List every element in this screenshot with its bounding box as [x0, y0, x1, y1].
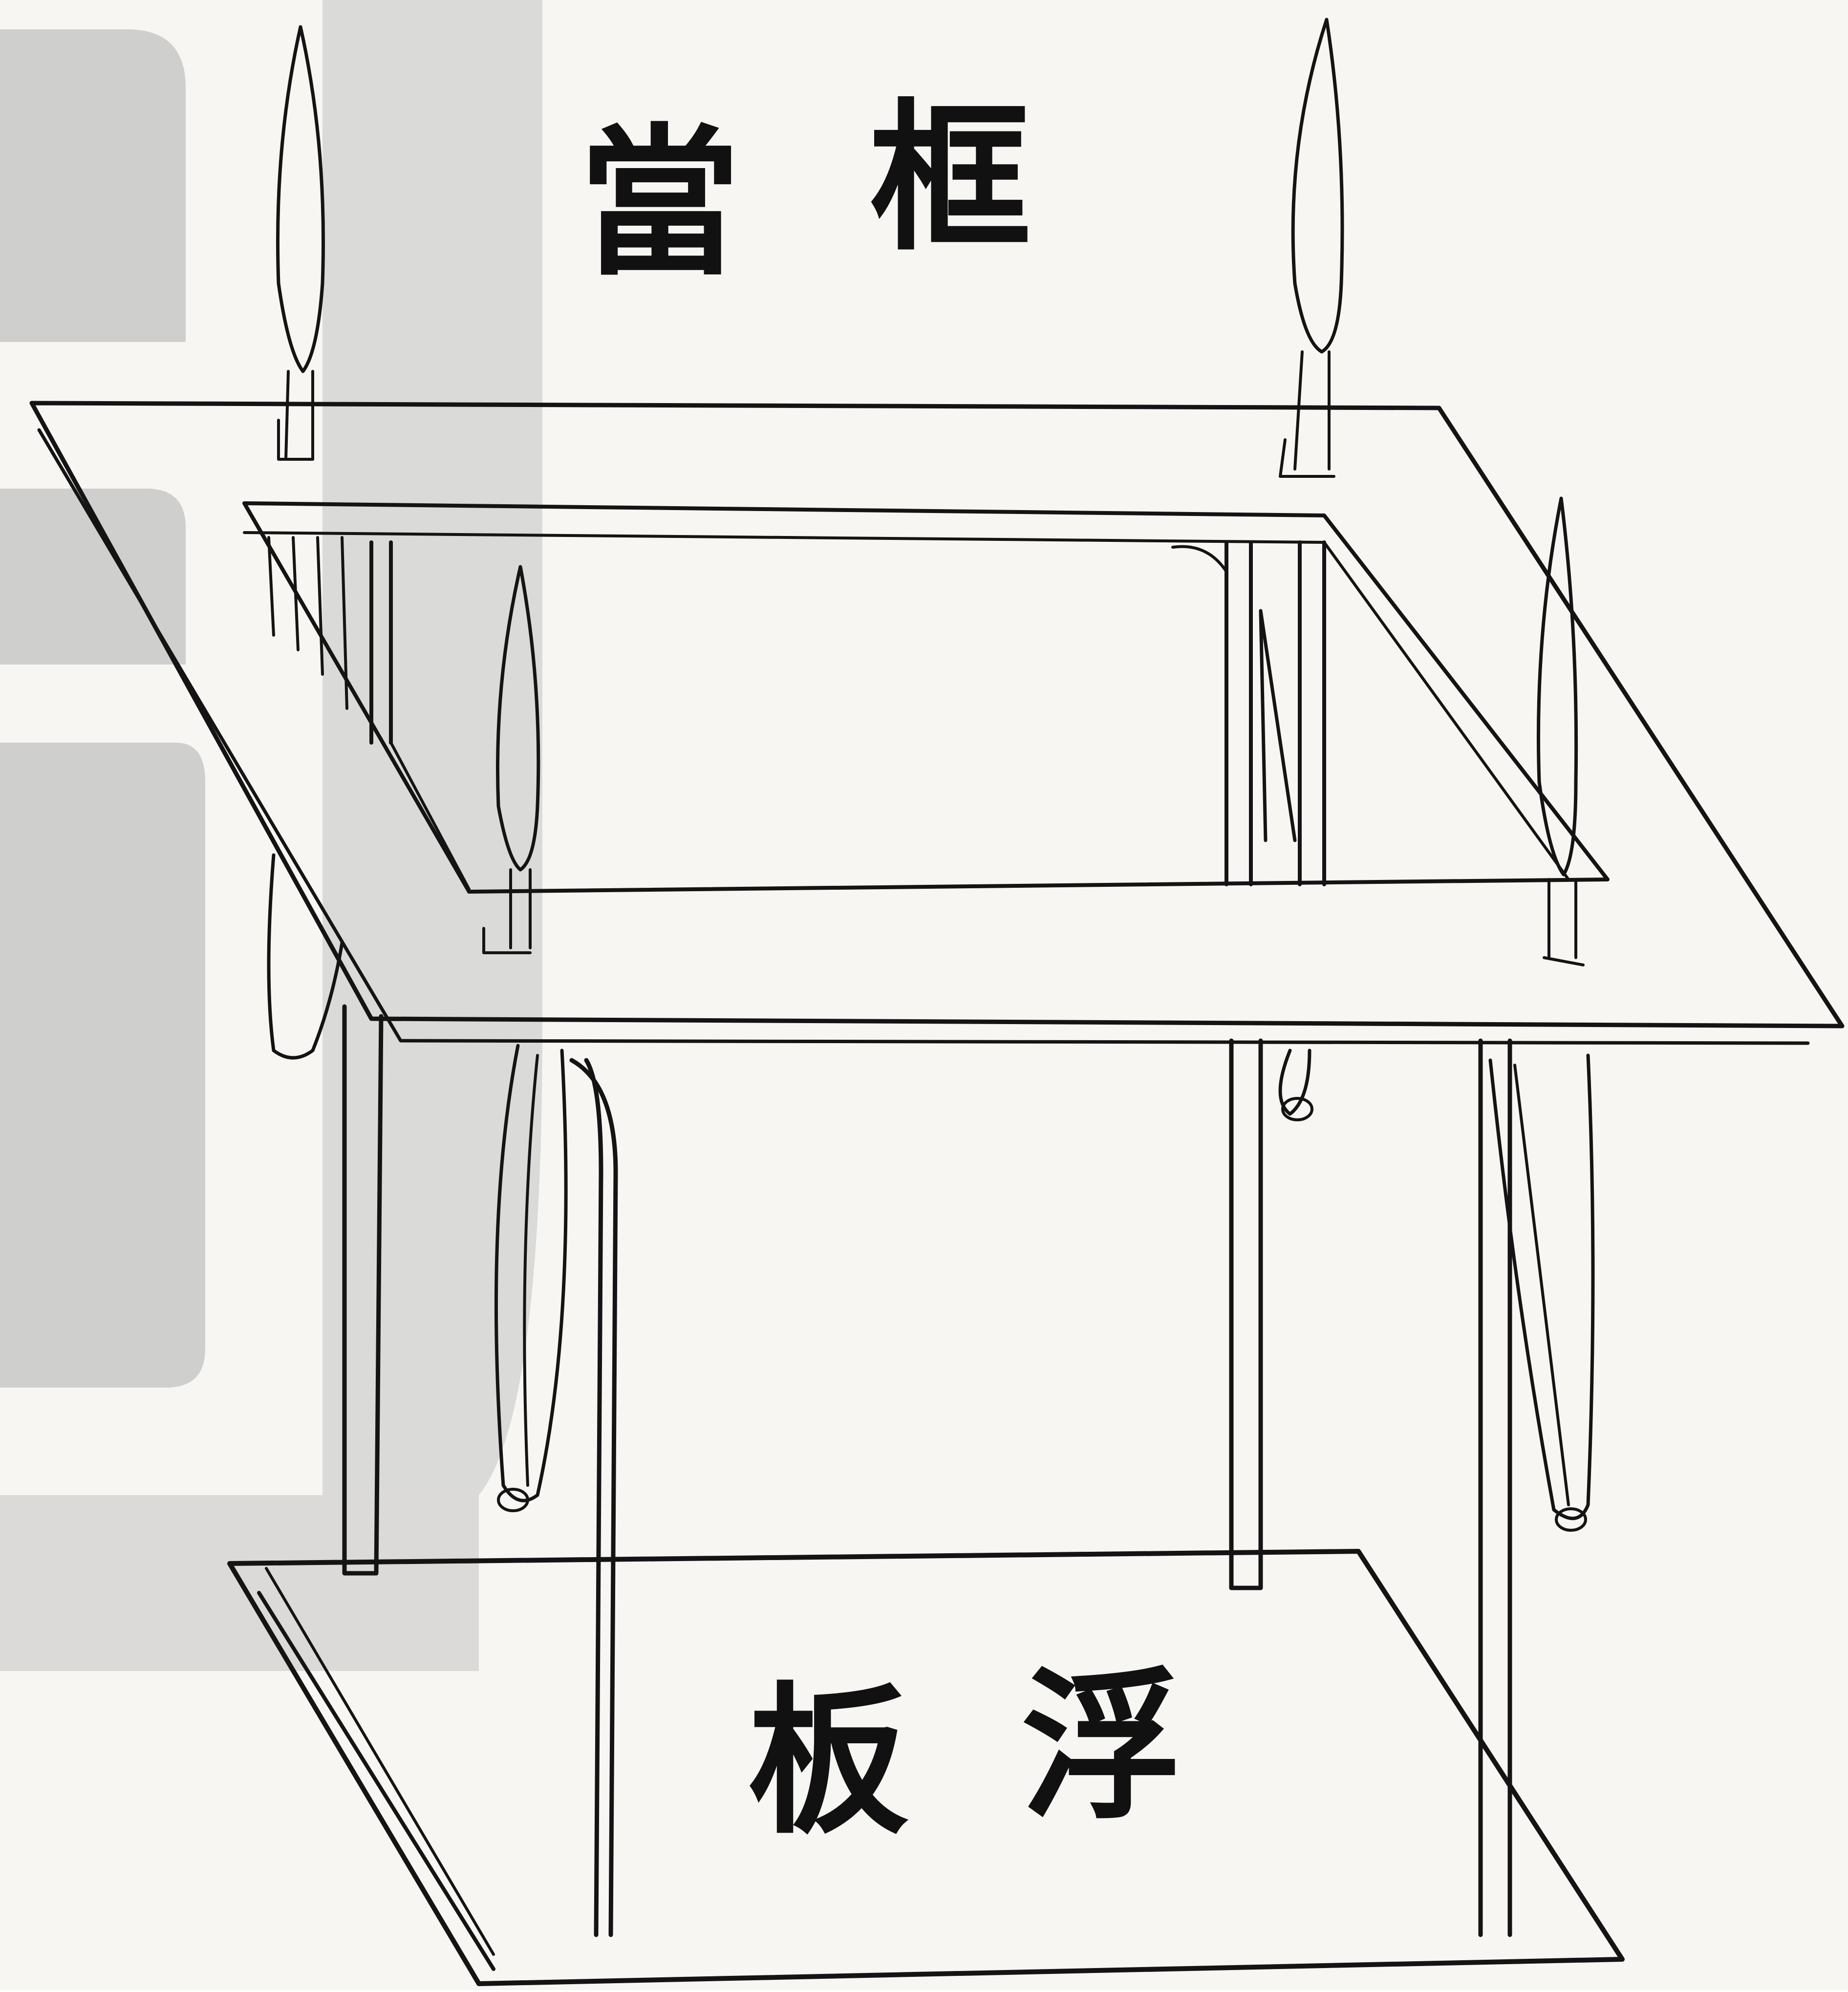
- brush-loops: [267, 18, 1595, 1532]
- upper-label: 框 當: [579, 83, 1031, 297]
- label-fu: 浮: [1021, 1651, 1182, 1841]
- frame-legs: [342, 1004, 1512, 1937]
- label-ban: 板: [748, 1666, 909, 1856]
- lower-label: 浮 板: [748, 1651, 1182, 1856]
- label-dang: 當: [579, 107, 740, 297]
- floating-board: [227, 1549, 1625, 1986]
- upper-frame: [29, 401, 1845, 1045]
- label-kuang: 框: [870, 83, 1031, 273]
- watermark-shape: [0, 0, 542, 1671]
